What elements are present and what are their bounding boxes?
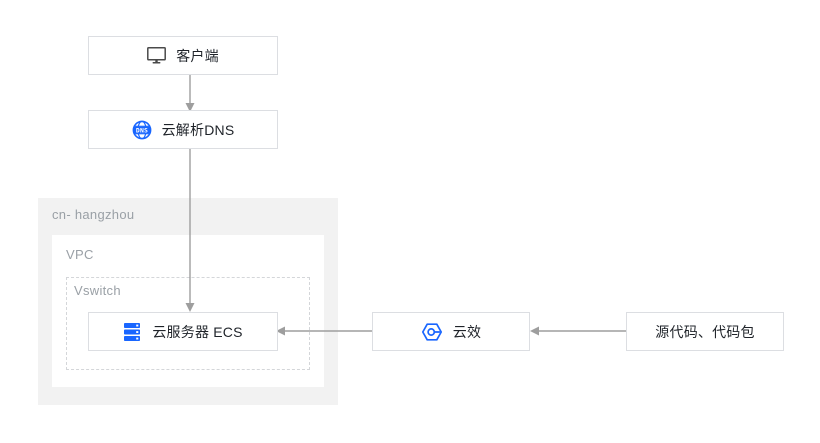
node-label-source-code: 源代码、代码包 xyxy=(655,323,755,340)
container-label-vpc: VPC xyxy=(66,247,94,262)
connector-client-to-dns xyxy=(185,74,195,112)
node-dns[interactable]: DNS 云解析DNS xyxy=(88,110,278,149)
node-yunxiao[interactable]: 云效 xyxy=(372,312,530,351)
container-label-vswitch: Vswitch xyxy=(74,283,121,298)
node-label-client: 客户端 xyxy=(176,47,219,64)
svg-text:DNS: DNS xyxy=(136,126,148,134)
node-source-code[interactable]: 源代码、代码包 xyxy=(626,312,784,351)
yunxiao-eye-icon xyxy=(421,322,443,342)
connector-source-to-yunxiao xyxy=(530,326,628,336)
node-ecs[interactable]: 云服务器 ECS xyxy=(88,312,278,351)
container-label-region: cn- hangzhou xyxy=(52,207,135,222)
node-label-yunxiao: 云效 xyxy=(452,323,482,340)
server-stack-icon xyxy=(123,322,142,342)
node-client[interactable]: 客户端 xyxy=(88,36,278,75)
container-vswitch xyxy=(66,277,310,370)
node-label-dns: 云解析DNS xyxy=(161,121,235,138)
dns-globe-icon: DNS xyxy=(132,120,152,140)
node-label-ecs: 云服务器 ECS xyxy=(152,323,243,340)
desktop-monitor-icon xyxy=(147,47,167,64)
